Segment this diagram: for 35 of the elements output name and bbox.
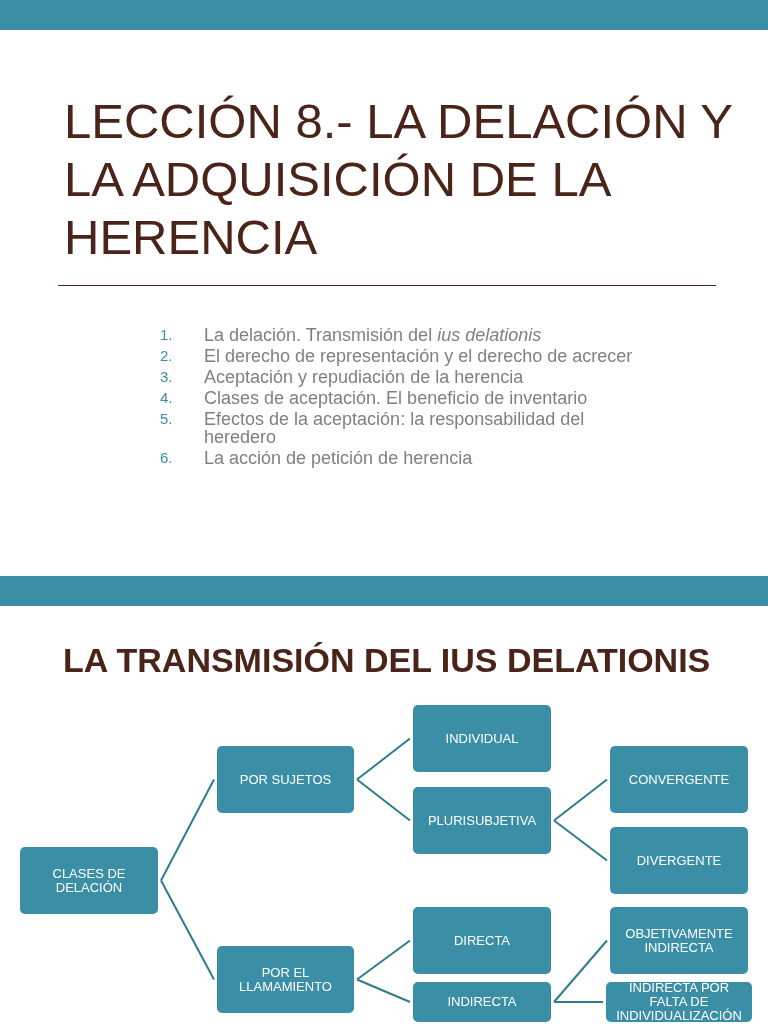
- list-item: La acción de petición de herencia: [204, 449, 473, 467]
- category-box: POR EL LLAMAMIENTO: [217, 946, 354, 1013]
- connector-line: [160, 879, 215, 981]
- connector-line: [160, 778, 215, 882]
- list-number: 6.: [160, 449, 174, 467]
- connector-line: [553, 778, 608, 822]
- connector-line: [356, 939, 411, 981]
- list-number: 2.: [160, 347, 174, 365]
- list-number: 5.: [160, 410, 174, 429]
- connector-line: [553, 1001, 604, 1003]
- category-box: INDIRECTA POR FALTA DE INDIVIDUALIZACIÓN: [606, 982, 752, 1022]
- connector-line: [356, 778, 411, 822]
- list-number: 1.: [160, 326, 174, 344]
- list-item: Clases de aceptación. El beneficio de inventario: [204, 389, 588, 407]
- list-number: 4.: [160, 389, 174, 407]
- category-box: CLASES DE DELACIÓN: [20, 847, 158, 914]
- category-box: DIVERGENTE: [610, 827, 748, 894]
- connector-line: [356, 978, 411, 1003]
- category-box: PLURISUBJETIVA: [413, 787, 551, 854]
- category-box: OBJETIVAMENTE INDIRECTA: [610, 907, 748, 974]
- list-item: El derecho de representación y el derecho de acrecer: [204, 347, 633, 365]
- connector-line: [553, 939, 608, 1003]
- category-box: CONVERGENTE: [610, 746, 748, 813]
- connector-line: [553, 819, 608, 862]
- slide-heading: LA TRANSMISIÓN DEL IUS DELATIONIS: [63, 640, 712, 680]
- category-box: DIRECTA: [413, 907, 551, 974]
- category-box: INDIRECTA: [413, 982, 551, 1022]
- list-item: Aceptación y repudiación de la herencia: [204, 368, 524, 386]
- list-item: La delación. Transmisión del ius delationis: [204, 326, 542, 344]
- list-item: Efectos de la aceptación: la responsabilidad del heredero: [204, 410, 586, 446]
- slide-title: LECCIÓN 8.- LA DELACIÓN Y LA ADQUISICIÓN DE LA HERENCIA: [64, 93, 734, 266]
- list-number: 3.: [160, 368, 174, 386]
- category-box: POR SUJETOS: [217, 746, 354, 813]
- connector-line: [356, 737, 411, 781]
- category-box: INDIVIDUAL: [413, 705, 551, 772]
